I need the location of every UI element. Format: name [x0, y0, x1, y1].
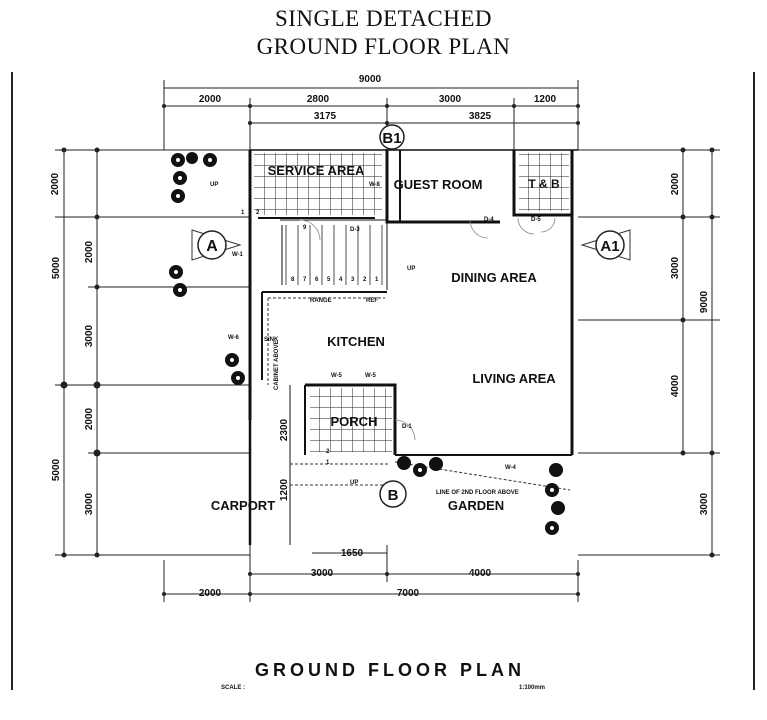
building-walls — [248, 149, 578, 545]
dim-bottom-inner: 1650 — [341, 548, 364, 559]
stair-number-5: 5 — [327, 277, 331, 283]
left-dimension-lines — [55, 149, 250, 556]
top-dimension-lines — [163, 80, 579, 150]
room-kitchen: KITCHEN — [327, 334, 385, 349]
label-w5a: W-5 — [331, 373, 343, 379]
dim-left-inner-top: 2000 — [50, 172, 61, 195]
room-garden: GARDEN — [448, 498, 504, 513]
room-porch: PORCH — [331, 414, 378, 429]
dashed-outlines — [267, 297, 571, 491]
label-step-1: 1 — [241, 210, 245, 216]
stair-number-8: 8 — [291, 277, 295, 283]
stair-number-2: 2 — [363, 277, 367, 283]
tb-tiles — [519, 153, 569, 211]
dim-left-outer-2: 5000 — [51, 458, 62, 481]
shrubs — [169, 152, 565, 535]
room-service-area: SERVICE AREA — [268, 163, 365, 178]
svg-text:B: B — [388, 487, 399, 504]
dim-bottom-3: 2000 — [199, 588, 222, 599]
stair-number-6: 6 — [315, 277, 319, 283]
stair-number-7: 7 — [303, 277, 307, 283]
dim-left-inner-3: 2000 — [84, 407, 95, 430]
door-swings — [299, 217, 556, 441]
room-dining-area: DINING AREA — [451, 270, 537, 285]
caption-scale-value: 1:100mm — [519, 685, 545, 691]
title-line-2: GROUND FLOOR PLAN — [256, 34, 511, 59]
porch-tiles — [310, 388, 392, 452]
label-second-floor: LINE OF 2ND FLOOR ABOVE — [436, 490, 519, 496]
dim-left-inner-2: 3000 — [84, 324, 95, 347]
dim-right-inner-1: 2000 — [670, 172, 681, 195]
dim-top-3: 3000 — [439, 94, 462, 105]
section-marker-b1: B1 — [379, 124, 405, 150]
label-porch-step-2: 2 — [326, 449, 330, 455]
shrub-highlights — [174, 158, 554, 530]
dim-left-inner-4: 3000 — [84, 492, 95, 515]
label-up-garden: UP — [210, 182, 218, 188]
dim-top-6: 3825 — [469, 111, 492, 122]
label-up-stairs: UP — [407, 266, 415, 272]
label-d5: D-5 — [531, 217, 541, 223]
label-up-carport: UP — [350, 480, 358, 486]
label-d4: D-4 — [484, 217, 494, 223]
label-d1: D-1 — [402, 424, 412, 430]
dim-left-inner-1: 2000 — [84, 240, 95, 263]
dim-left-outer-1: 5000 — [51, 256, 62, 279]
label-sink: SINK — [264, 337, 279, 343]
section-marker-a1: A1 — [580, 229, 631, 261]
label-step-2: 2 — [256, 210, 260, 216]
stair-treads — [285, 225, 383, 285]
dim-inner-carport: 1200 — [279, 478, 290, 501]
caption-title: GROUND FLOOR PLAN — [255, 660, 525, 680]
dim-bottom-1: 3000 — [311, 568, 334, 579]
dim-top-1: 2000 — [199, 94, 222, 105]
dim-bottom-4: 7000 — [397, 588, 420, 599]
label-step-9: 9 — [303, 225, 307, 231]
label-range: RANGE — [310, 298, 332, 304]
label-ref: REF — [366, 298, 378, 304]
title-line-1: SINGLE DETACHED — [274, 6, 493, 31]
room-carport: CARPORT — [211, 498, 275, 513]
label-w4: W-4 — [505, 465, 517, 471]
dim-bottom-2: 4000 — [469, 568, 492, 579]
dim-right-inner-3: 4000 — [670, 374, 681, 397]
label-cabinet: CABINET ABOVE — [274, 341, 280, 390]
label-porch-step-1: 1 — [326, 460, 330, 466]
caption-scale-label: SCALE : — [221, 685, 245, 691]
stair-number-4: 4 — [339, 277, 343, 283]
label-w5b: W-5 — [365, 373, 377, 379]
label-d3: D-3 — [350, 227, 360, 233]
stair-number-1: 1 — [375, 277, 379, 283]
service-area-tiles — [254, 153, 382, 215]
svg-text:A: A — [206, 238, 218, 255]
dim-top-5: 3175 — [314, 111, 337, 122]
dim-right-inner-2: 3000 — [670, 256, 681, 279]
stair-number-3: 3 — [351, 277, 355, 283]
dim-right-inner-4: 3000 — [699, 492, 710, 515]
dim-right-outer: 9000 — [699, 290, 710, 313]
room-toilet-bath: T & B — [528, 177, 560, 191]
svg-text:A1: A1 — [600, 238, 619, 255]
label-w6: W-6 — [228, 335, 240, 341]
dim-top-total: 9000 — [359, 74, 382, 85]
bottom-dimension-lines — [163, 545, 579, 602]
dim-top-2: 2800 — [307, 94, 330, 105]
dim-inner-porch: 2300 — [279, 418, 290, 441]
svg-text:B1: B1 — [382, 130, 401, 147]
section-marker-b: B — [379, 480, 407, 508]
label-w1: W-1 — [232, 252, 244, 258]
dim-top-4: 1200 — [534, 94, 557, 105]
section-marker-a: A — [191, 229, 242, 261]
room-living-area: LIVING AREA — [472, 371, 556, 386]
room-guest-room: GUEST ROOM — [394, 177, 483, 192]
label-w8-service: W-8 — [369, 182, 381, 188]
